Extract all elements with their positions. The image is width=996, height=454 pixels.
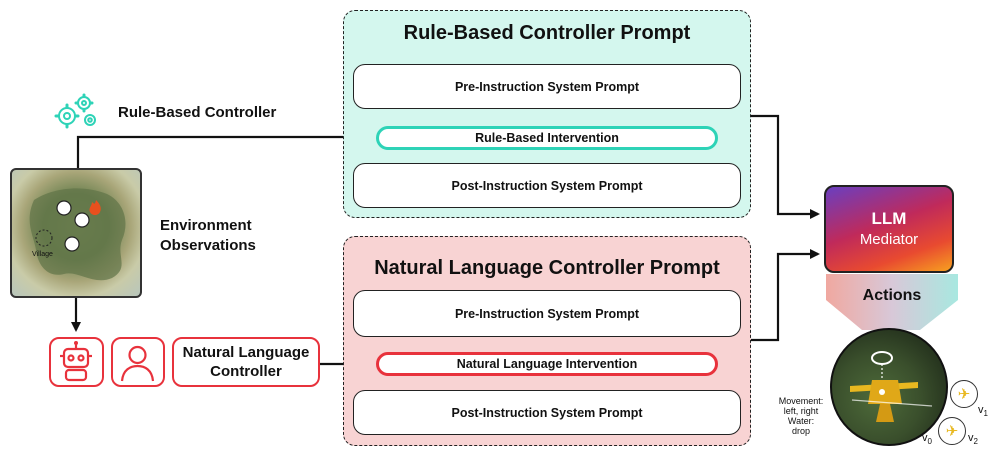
movement-line1: Movement: xyxy=(778,396,824,406)
drone-scene xyxy=(830,328,948,446)
drone-v2-label: v2 xyxy=(968,432,978,447)
rule-prompt-panel: Rule-Based Controller Prompt Pre-Instruc… xyxy=(343,10,751,218)
nl-prompt-panel: Natural Language Controller Prompt Pre-I… xyxy=(343,236,751,446)
llm-title: LLM xyxy=(871,209,907,228)
person-icon xyxy=(120,345,155,382)
nl-post-instruction-box: Post-Instruction System Prompt xyxy=(353,390,741,435)
rule-panel-title: Rule-Based Controller Prompt xyxy=(403,22,691,44)
actions-funnel xyxy=(826,274,958,330)
environment-label-line1: Environment xyxy=(160,217,252,234)
actions-label: Actions xyxy=(862,287,922,304)
nl-panel-title: Natural Language Controller Prompt xyxy=(374,257,720,279)
nl-intervention-box: Natural Language Intervention xyxy=(376,352,718,376)
rule-pre-instruction-box: Pre-Instruction System Prompt xyxy=(353,64,741,109)
drone-v2-icon: ✈ xyxy=(938,417,966,445)
rule-post-instruction-box: Post-Instruction System Prompt xyxy=(353,163,741,208)
person-icon-box xyxy=(111,337,165,387)
robot-icon xyxy=(60,341,92,382)
nl-controller-line1: Natural Language xyxy=(182,344,310,361)
movement-line2: left, right xyxy=(783,406,819,416)
robot-icon-box xyxy=(49,337,104,387)
map-drawing xyxy=(29,188,126,281)
environment-map: Village xyxy=(10,168,142,298)
arrow-rule-panel-to-llm xyxy=(740,114,820,219)
water-plane-icon xyxy=(850,351,933,422)
gears-icon xyxy=(54,93,96,129)
rule-intervention-box: Rule-Based Intervention xyxy=(376,126,718,150)
map-village-label: Village xyxy=(32,251,53,258)
water-line1: Water: xyxy=(787,416,815,426)
drone-v1-icon: ✈ xyxy=(950,380,978,408)
nl-pre-instruction-box: Pre-Instruction System Prompt xyxy=(353,290,741,337)
drone-v0-label: v0 xyxy=(922,432,932,447)
arrow-rule-controller-to-intervention xyxy=(76,132,374,168)
arrow-nl-panel-to-llm xyxy=(740,249,820,342)
environment-label-line2: Observations xyxy=(160,237,256,254)
llm-subtitle: Mediator xyxy=(859,231,919,248)
rule-controller-label: Rule-Based Controller xyxy=(118,104,277,121)
water-line2: drop xyxy=(791,426,810,436)
nl-controller-box: Natural Language Controller xyxy=(172,337,320,387)
llm-mediator-box: LLM Mediator xyxy=(824,185,954,273)
drone-v1-label: v1 xyxy=(978,404,988,419)
nl-controller-line2: Controller xyxy=(210,363,282,380)
